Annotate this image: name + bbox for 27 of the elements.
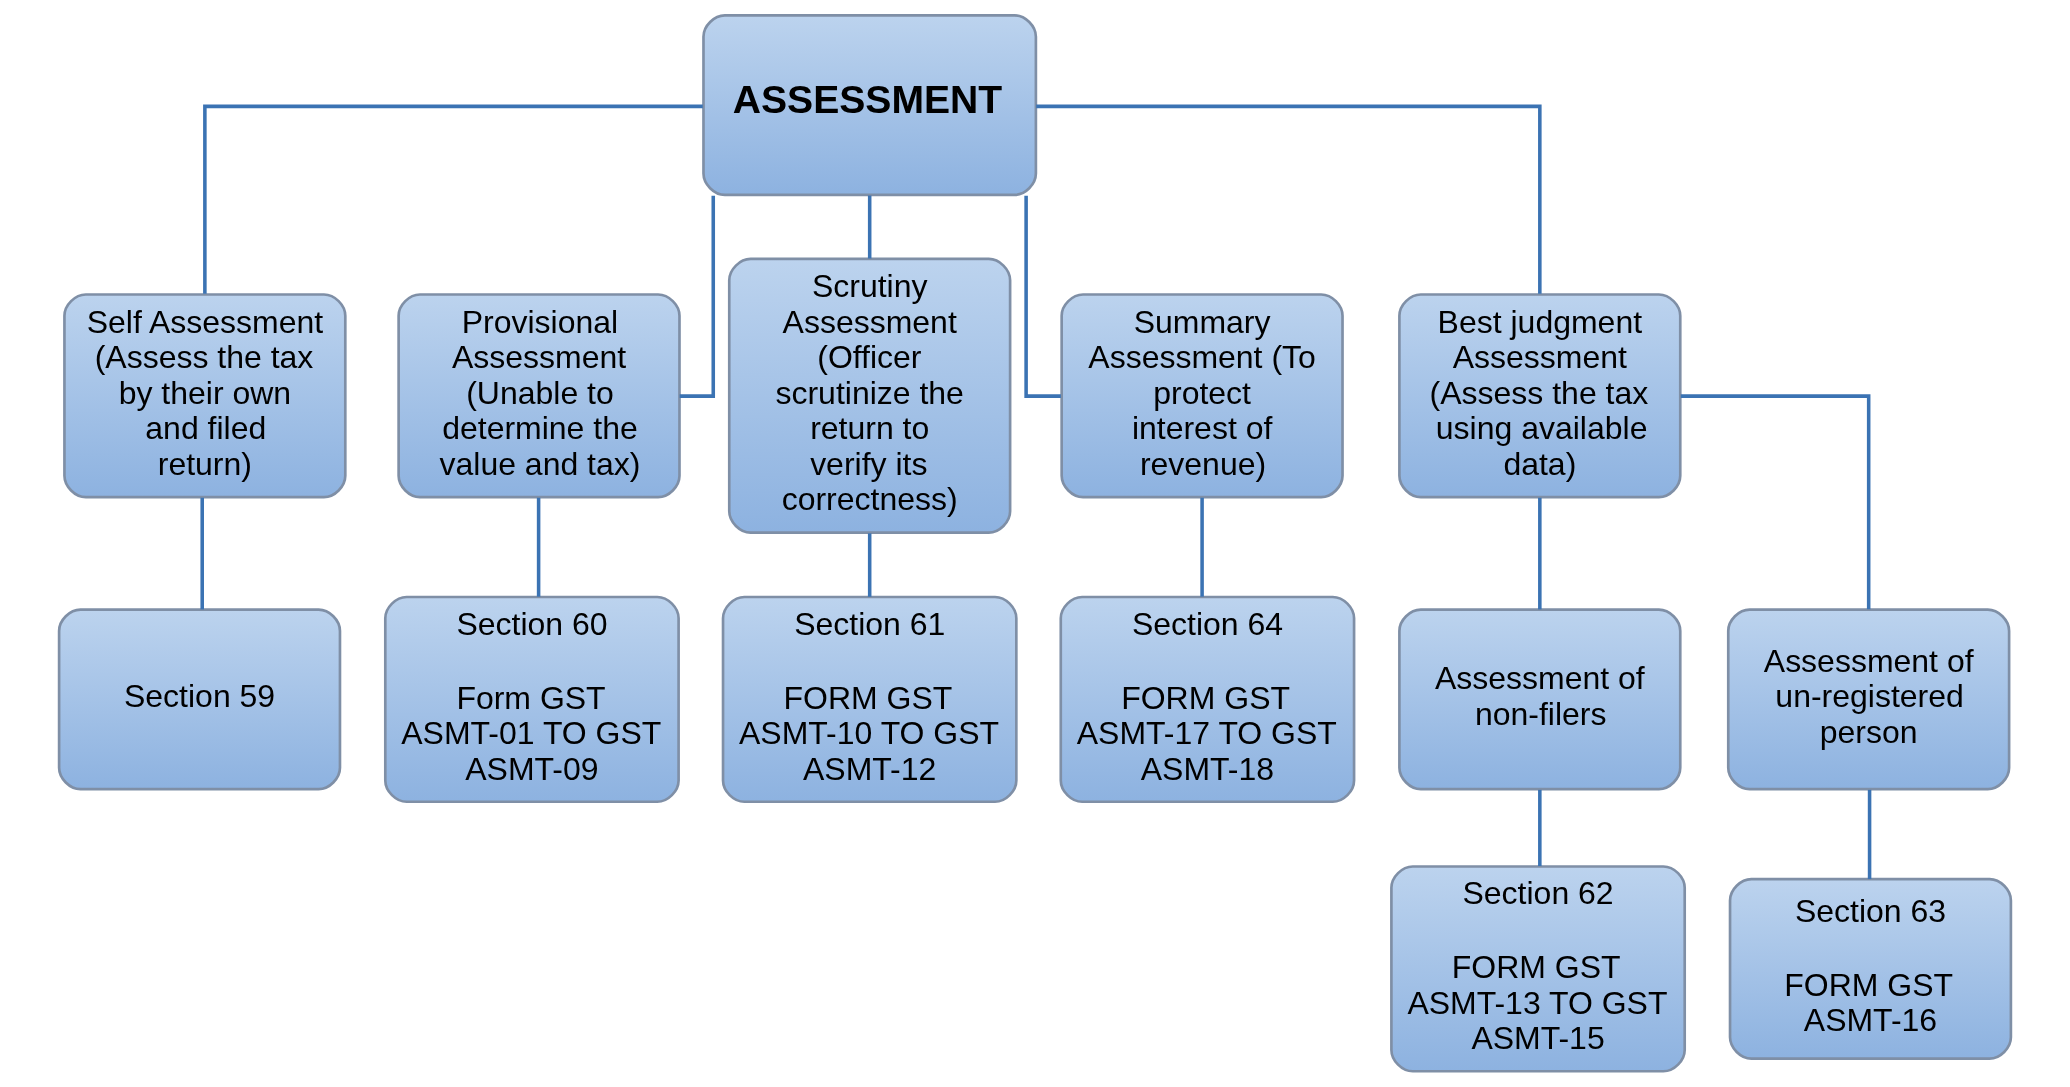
connector	[200, 497, 204, 610]
connector	[536, 497, 541, 597]
node-box: Assessment of non-filers	[1398, 608, 1682, 791]
connector	[867, 195, 872, 259]
node-box: Provisional Assessment (Unable to determine the value and tax)	[397, 293, 681, 499]
connector	[1036, 104, 1542, 294]
connector	[1680, 394, 1871, 610]
connector	[1024, 195, 1061, 398]
connector	[1867, 789, 1872, 880]
connector	[1538, 789, 1542, 867]
node-box: Self Assessment(Assess the tax by their own and filed return)	[63, 293, 347, 499]
connector	[203, 104, 703, 294]
node-box: ASSESSMENT	[702, 14, 1038, 197]
node-box: Summary Assessment (To protect interest of revenue)	[1060, 293, 1344, 499]
node-box: Section 63 FORM GST ASMT-16	[1728, 877, 2013, 1060]
node-box: Section 59	[57, 608, 342, 791]
node-box: Section 64 FORM GST ASMT-17 TO GST ASMT-18	[1059, 595, 1356, 804]
node-box: Section 60 Form GST ASMT-01 TO GST ASMT-09	[383, 595, 680, 804]
connector	[679, 195, 716, 398]
connector	[1200, 497, 1204, 597]
node-box: Best judgment Assessment (Assess the tax using available data)	[1398, 293, 1682, 499]
connector	[1538, 497, 1542, 610]
node-box: Assessment of un-registered person	[1726, 608, 2011, 791]
node-box: Scrutiny Assessment (Officer scrutinize the return to verify its correctness)	[727, 257, 1012, 534]
node-box: Section 61 FORM GST ASMT-10 TO GST ASMT-12	[721, 595, 1018, 804]
connector	[867, 533, 872, 597]
node-box: Section 62 FORM GST ASMT-13 TO GST ASMT-15	[1390, 865, 1687, 1073]
